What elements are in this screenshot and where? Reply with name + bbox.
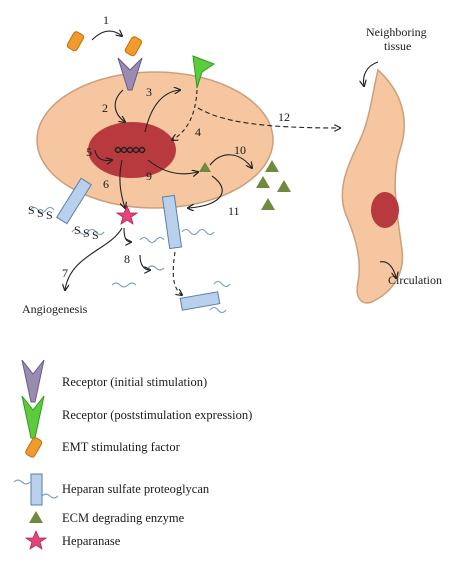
legend-label-receptor-initial: Receptor (initial stimulation) [62,375,207,389]
neighbor-cell-body [341,68,405,304]
arrow-step-5 [94,149,112,161]
arrow-step-11 [188,175,223,208]
emt-factor-icon [66,31,85,52]
neighboring-tissue-label-1: Neighboring [366,25,427,39]
hspg-shed [179,280,231,314]
step-number-7: 7 [62,266,68,280]
tumor-cell [36,71,274,209]
sulfate-mark: S [92,228,99,242]
step-number-11: 11 [228,204,240,218]
hspg-core-protein [161,194,183,250]
step-number-10: 10 [234,143,246,157]
angiogenesis-label: Angiogenesis [22,302,88,316]
ecm-enzyme-icon [29,511,43,523]
neighbor-cell [341,68,405,304]
arrow-step-6 [119,159,125,208]
legend-label-ecm-enzyme: ECM degrading enzyme [62,511,185,525]
arrow-step-3 [144,90,180,133]
hspg-core-protein [179,291,221,311]
arrow-step-4 [172,89,198,140]
sulfate-mark: S [28,203,35,217]
ecm-enzyme-icon [265,160,279,172]
hspg-chain [139,236,165,244]
step-number-2: 2 [102,101,108,115]
step-number-4: 4 [195,125,201,139]
sulfate-mark: S [46,208,53,222]
cleaved-hs-fragment [147,265,165,271]
receptor-poststim-icon [21,395,45,439]
step-number-1: 1 [103,13,109,27]
legend-label-hspg: Heparan sulfate proteoglycan [62,482,210,496]
ecm-enzyme-icon [199,162,211,172]
dna-strand-b [114,146,146,154]
arrow-to-circulation [379,261,396,278]
step-number-6: 6 [103,177,109,191]
step-number-9: 9 [146,169,152,183]
emt-factor-icon [124,36,143,57]
arrow-step-1 [91,31,122,41]
ecm-enzyme-icon [256,176,270,188]
step-number-8: 8 [124,252,130,266]
arrow-step-8a [123,227,131,242]
legend-label-heparanase: Heparanase [62,534,121,548]
arrow-step-9 [147,159,198,174]
neighbor-nucleus [371,192,399,228]
hspg-chain [181,228,215,236]
step-number-3: 3 [146,85,152,99]
hspg-chain [209,306,227,314]
hspg-chain [213,280,231,288]
arrow-step-2 [114,89,125,122]
neighboring-tissue-label-2: tissue [384,39,411,53]
sulfate-mark: S [74,223,81,237]
legend-label-receptor-poststim: Receptor (poststimulation expression) [62,408,252,422]
hspg-chain [29,206,55,214]
hspg-right [139,194,215,250]
arrow-step-8b [139,254,150,270]
hspg-chain [13,479,31,485]
arrow-step-12 [197,107,340,128]
cleaved-hs-fragment [111,282,137,288]
heparanase-icon [24,529,48,550]
circulation-label: Circulation [388,273,442,287]
ecm-enzyme-icon [261,198,275,210]
arrow-step-8c [172,251,182,295]
receptor-initial-icon [21,359,45,403]
heparanase-icon [115,204,139,225]
hspg-chain [71,228,105,236]
step-number-5: 5 [86,145,92,159]
dna-strand-a [114,146,146,154]
receptor-poststim-icon [192,55,216,89]
step-number-12: 12 [278,110,290,124]
sulfate-mark: S [83,226,90,240]
hspg-core-protein [56,177,92,225]
legend: Receptor (initial stimulation) Receptor … [13,359,252,550]
ecm-enzyme-icon [277,180,291,192]
legend-label-emt-factor: EMT stimulating factor [62,440,181,454]
hspg-left [29,177,105,236]
arrow-step-10 [209,154,252,168]
receptor-initial-icon [117,57,143,91]
emt-factor-icon [25,437,43,458]
arrow-step-7 [65,227,123,290]
hspg-icon [30,473,43,506]
arrow-to-neighboring-tissue [364,61,379,86]
hspg-chain [41,493,59,499]
sulfate-mark: S [37,206,44,220]
